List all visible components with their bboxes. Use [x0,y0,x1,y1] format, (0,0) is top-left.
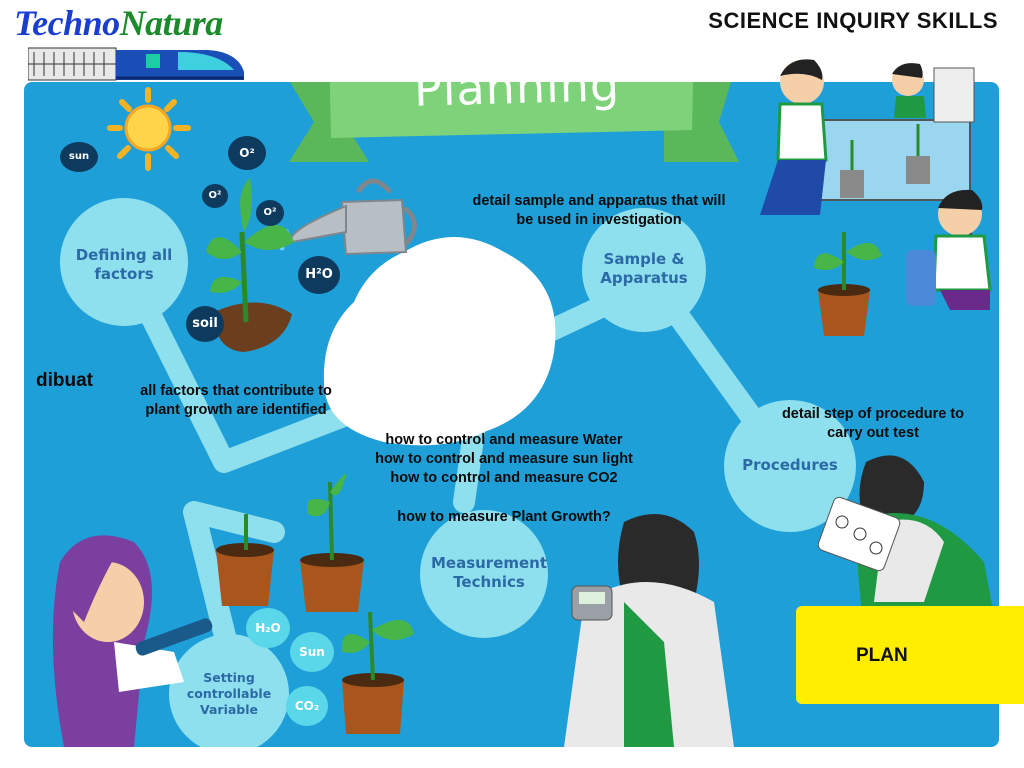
node-measurement-label[interactable]: Measurement Technics [430,554,548,591]
node-sample-label[interactable]: Sample & Apparatus [600,250,688,287]
plant-soil-illustration [206,178,294,352]
node-sample-circle [582,208,706,332]
bubble-soil: soil [186,306,224,342]
node-defining-circle [60,198,188,326]
note-factors: all factors that contribute to plant gro… [140,383,332,418]
node-defining-label[interactable]: Defining all factors [75,246,173,283]
pots-illustration [216,474,414,734]
page-header-title: SCIENCE INQUIRY SKILLS [708,8,998,33]
brand-logo: TechnoNatura [14,2,223,44]
bubble-h2o: H²O [298,256,340,294]
white-blob [323,237,556,446]
bubble-h2o-b: H₂O [246,608,290,648]
brand-techno: Techno [14,3,120,43]
note-measure-water: how to control and measure Water [385,432,623,448]
plan-box[interactable] [796,606,1024,704]
node-setting-label[interactable]: Setting controllable Variable [186,670,272,717]
banner-ribbon [289,82,739,162]
note-dibuat: dibuat [36,370,93,391]
sun-illustration [107,87,191,171]
boy-measuring-illustration [564,514,734,747]
bubble-o2-c: O² [256,200,284,226]
note-measure-growth: how to measure Plant Growth? [397,509,611,525]
board-illustration [52,82,999,747]
node-procedures-circle [724,400,856,532]
node-setting-circle [169,634,289,747]
train-logo-image [28,47,244,81]
potted-plant-right-illustration [814,232,882,336]
bubble-o2-a: O² [228,136,266,170]
girl-illustration [52,535,213,747]
node-procedures-label[interactable]: Procedures [742,456,838,474]
plan-label: PLAN [856,645,908,666]
node-measurement-circle [420,510,548,638]
note-procedure-detail: detail step of procedure to carry out te… [781,406,965,441]
brand-natura: Natura [119,3,224,43]
bubble-sun-b: Sun [290,632,334,672]
note-sample-detail: detail sample and apparatus that will be… [472,193,726,228]
note-measure-co2: how to control and measure CO2 [390,470,618,486]
bubble-sun: sun [60,142,98,172]
bubble-co2: CO₂ [286,686,328,726]
note-measure-sun: how to control and measure sun light [375,451,633,467]
bubble-o2-b: O² [202,184,228,208]
